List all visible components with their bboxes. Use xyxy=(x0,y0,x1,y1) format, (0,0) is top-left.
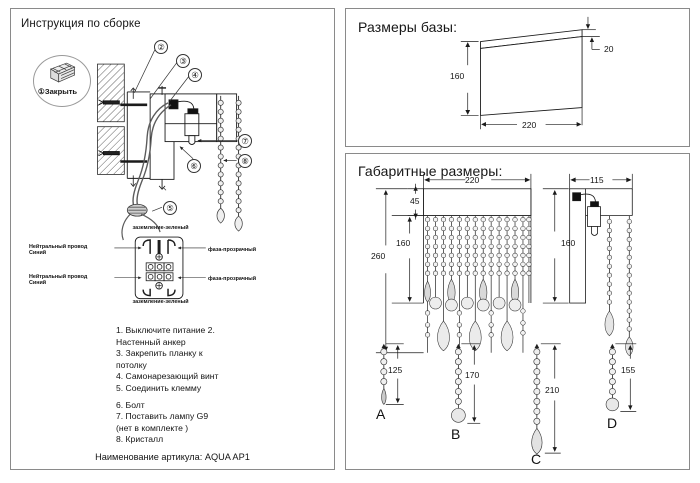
callout-4: ④ xyxy=(188,68,202,82)
wall-section xyxy=(97,63,125,175)
crystal-strand-left xyxy=(216,95,225,224)
strand-a-length: 125 xyxy=(388,365,403,375)
instruction-line-10: 8. Кристалл xyxy=(116,434,164,445)
crystal-curtain-front xyxy=(424,215,532,353)
mounting-bracket xyxy=(120,87,151,187)
instruction-line-2: Настенный анкер xyxy=(116,336,186,347)
overall-dimensions-panel: Габаритные размеры: xyxy=(345,153,690,470)
front-top-band-value: 45 xyxy=(410,196,420,206)
instruction-line-9: (нет в комплекте ) xyxy=(116,422,189,433)
wiring-label-ground-bottom: заземление-зеленый xyxy=(132,299,189,305)
front-view-outline xyxy=(423,188,532,304)
wiring-label-phase-bottom: фаза-прозрачный xyxy=(208,276,257,282)
strand-b-length: 170 xyxy=(465,370,480,380)
wall-anchor-upper xyxy=(98,99,120,106)
overall-panel-title: Габаритные размеры: xyxy=(358,163,503,179)
strand-a-letter: A xyxy=(376,406,386,422)
strand-c-length: 210 xyxy=(545,385,560,395)
base-dimensions-panel: Размеры базы: xyxy=(345,8,690,147)
overall-drawing xyxy=(375,173,637,455)
instruction-line-4: потолку xyxy=(116,359,147,370)
dim-depth-20 xyxy=(582,16,600,50)
front-width-value: 220 xyxy=(465,175,480,185)
side-depth-value: 115 xyxy=(590,175,604,185)
dim-height-160 xyxy=(460,41,479,116)
side-view-strands xyxy=(604,215,634,357)
strand-d xyxy=(605,343,620,412)
base-panel-title: Размеры базы: xyxy=(358,19,458,35)
side-view-dimensions xyxy=(542,173,633,304)
front-total-height-value: 260 xyxy=(371,251,386,261)
dim-width-220 xyxy=(480,107,583,130)
assembly-instruction-panel: Инструкция по сборке ①Закрыть xyxy=(10,8,335,470)
base-depth-value: 20 xyxy=(604,44,614,54)
neutral-top-line1: Нейтральный провод xyxy=(29,244,88,250)
callout-5: ⑤ xyxy=(163,201,177,215)
base-drawing xyxy=(460,16,600,130)
badge-text: Закрыть xyxy=(44,87,78,96)
callout-6: ⑥ xyxy=(187,159,201,173)
badge-number: ① xyxy=(38,87,45,96)
assembly-drawing xyxy=(49,47,243,300)
instruction-line-7: 6. Болт xyxy=(116,399,145,410)
callout-3: ③ xyxy=(176,54,190,68)
terminal-block xyxy=(134,236,184,300)
front-mid-height-value: 160 xyxy=(396,238,411,248)
dim-strand-c xyxy=(540,343,561,454)
terminal-leaders xyxy=(114,246,206,280)
knot-leads xyxy=(121,213,161,241)
base-body xyxy=(480,29,583,116)
dim-strand-a xyxy=(385,343,404,405)
base-width-value: 220 xyxy=(522,120,537,130)
strand-d-length: 155 xyxy=(621,365,636,375)
lamp-socket-assembly xyxy=(164,93,238,146)
callout-8: ⑧ xyxy=(238,154,252,168)
side-height-value: 160 xyxy=(561,238,576,248)
callout-7: ⑦ xyxy=(238,134,252,148)
close-step-label: ①Закрыть xyxy=(38,87,77,96)
side-view-socket xyxy=(572,192,601,236)
wiring-label-ground-top: заземление-зеленый xyxy=(132,225,189,231)
wall-anchor-lower xyxy=(98,150,120,157)
strand-a xyxy=(380,343,388,405)
neutral-top-line2: Синий xyxy=(29,250,47,257)
wiring-label-phase-top: фаза-прозрачный xyxy=(208,247,257,253)
base-height-value: 160 xyxy=(450,71,465,81)
callout-leaders xyxy=(133,47,237,212)
cable-knot xyxy=(126,203,148,217)
instruction-line-1: 1. Выключите питание 2. xyxy=(116,325,215,335)
strand-b xyxy=(451,343,466,423)
strand-b-letter: B xyxy=(451,426,461,442)
close-step-badge xyxy=(33,55,91,107)
instruction-line-8: 7. Поставить лампу G9 xyxy=(116,411,209,422)
strand-d-letter: D xyxy=(607,415,618,431)
power-cable xyxy=(132,102,172,209)
instruction-list: 1. Выключите питание 2. Настенный анкер … xyxy=(116,325,316,446)
dim-strand-d xyxy=(615,343,637,412)
instruction-line-3: 3. Закрепить планку к xyxy=(116,348,203,359)
assembly-panel-title: Инструкция по сборке xyxy=(21,18,141,30)
wiring-label-neutral-bottom: Нейтральный провод Синий xyxy=(29,274,87,287)
instruction-line-5: 4. Самонарезающий винт xyxy=(116,371,219,382)
brick-wall-icon xyxy=(49,62,76,83)
side-view-outline xyxy=(569,188,633,304)
article-name-caption: Наименование артикула: AQUA AP1 xyxy=(95,452,250,462)
callout-2: ② xyxy=(154,40,168,54)
neutral-bottom-line1: Нейтральный провод xyxy=(29,274,88,280)
strand-c xyxy=(531,343,543,455)
strand-c-letter: C xyxy=(531,451,542,467)
wiring-label-neutral-top: Нейтральный провод Синий xyxy=(29,244,87,257)
instruction-line-6: 5. Соединить клемму xyxy=(116,382,202,393)
neutral-bottom-line2: Синий xyxy=(29,280,47,287)
dim-strand-b xyxy=(461,343,481,424)
